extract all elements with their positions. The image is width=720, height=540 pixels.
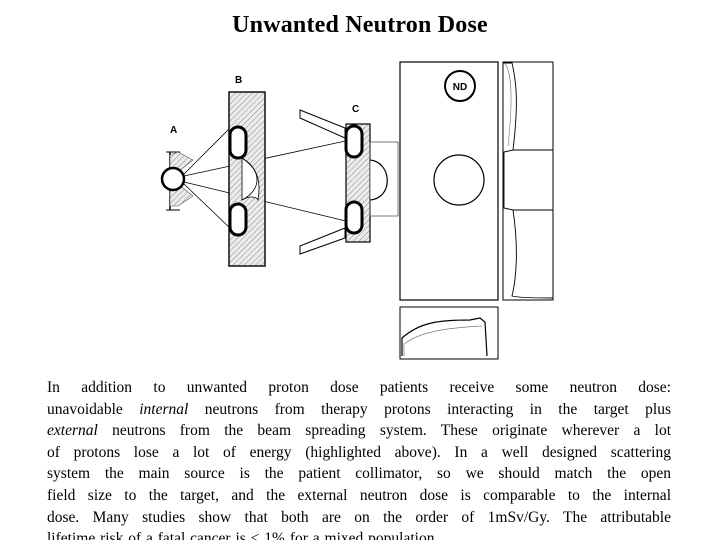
slide-title: Unwanted Neutron Dose: [232, 12, 488, 38]
beam-envelope-lines: [183, 125, 351, 231]
label-nd: ND: [453, 82, 467, 93]
internal-emphasis: internal: [139, 400, 189, 418]
lateral-dose-profile: [502, 61, 554, 301]
depth-dose-profile: [399, 306, 499, 360]
neutron-dose-marker: [444, 70, 476, 102]
label-c: C: [352, 104, 359, 115]
scattering-system-diagram: A B C ND: [160, 61, 554, 360]
paragraph-line: external neutrons from the beam spreadin…: [47, 422, 671, 440]
paragraph-line: lifetime risk of a fatal cancer is < 1% …: [47, 530, 439, 540]
scatterer-ring-a: [160, 166, 186, 192]
paragraph-line: field size to the target, and the extern…: [47, 486, 671, 504]
external-emphasis: external: [47, 422, 98, 440]
label-a: A: [170, 125, 177, 136]
ring-b-bottom: [228, 202, 248, 237]
paragraph-line: unavoidable internal neutrons from thera…: [47, 400, 671, 418]
paragraph-line: dose. Many studies show that both are on…: [47, 508, 671, 526]
paragraph-line: of protons lose a lot of energy (highlig…: [47, 443, 671, 461]
ring-b-top: [228, 125, 248, 160]
ring-c-top: [344, 124, 364, 159]
label-b: B: [235, 75, 242, 86]
second-scatterer: [228, 91, 266, 267]
target-volume: [433, 154, 485, 206]
body-paragraph: In addition to unwanted proton dose pati…: [47, 377, 671, 540]
ring-c-bottom: [344, 200, 364, 235]
first-scatterer: [160, 151, 194, 211]
patient-phantom: [378, 61, 499, 301]
paragraph-line: system the main source is the patient co…: [47, 465, 671, 483]
paragraph-line: In addition to unwanted proton dose pati…: [47, 379, 671, 396]
